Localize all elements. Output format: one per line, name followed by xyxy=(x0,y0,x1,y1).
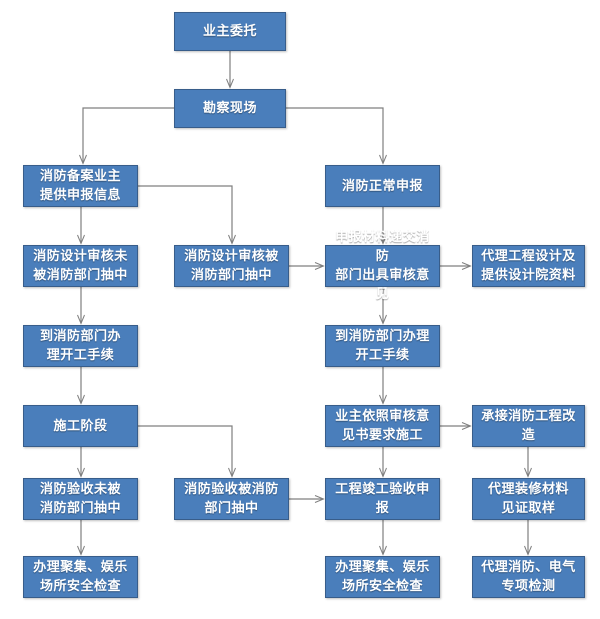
edge-site-survey-to-normal-application xyxy=(286,107,383,163)
edge-construction-stage-to-acceptance-selected xyxy=(138,425,232,476)
node-design-review-not-selected[interactable]: 消防设计审核未 被消防部门抽中 xyxy=(23,245,138,287)
node-safety-check-left[interactable]: 办理聚集、娱乐 场所安全检查 xyxy=(23,556,138,598)
node-acceptance-selected[interactable]: 消防验收被消防 部门抽中 xyxy=(174,478,289,520)
node-fire-filing-owner-info[interactable]: 消防备案业主 提供申报信息 xyxy=(23,165,138,207)
node-agent-engineering-design[interactable]: 代理工程设计及 提供设计院资料 xyxy=(472,245,585,287)
node-fire-normal-application[interactable]: 消防正常申报 xyxy=(325,165,440,207)
node-agent-special-testing[interactable]: 代理消防、电气 专项检测 xyxy=(472,556,585,598)
node-site-survey[interactable]: 勘察现场 xyxy=(174,89,286,128)
node-design-review-selected[interactable]: 消防设计审核被 消防部门抽中 xyxy=(174,245,289,287)
node-completion-acceptance-application[interactable]: 工程竣工验收申报 xyxy=(325,478,440,520)
connector-group xyxy=(81,51,528,554)
edge-site-survey-to-fire-filing xyxy=(83,107,174,163)
node-start-permit-left[interactable]: 到消防部门办 理开工手续 xyxy=(23,325,138,367)
node-construction-stage[interactable]: 施工阶段 xyxy=(23,405,138,447)
node-acceptance-not-selected[interactable]: 消防验收未被 消防部门抽中 xyxy=(23,478,138,520)
node-safety-check-right[interactable]: 办理聚集、娱乐 场所安全检查 xyxy=(325,556,440,598)
edge-fire-filing-to-design-selected xyxy=(138,185,232,243)
node-submit-materials-review-opinion[interactable]: 申报材料递交消防 部门出具审核意见 xyxy=(325,230,440,302)
node-agent-material-sampling[interactable]: 代理装修材料 见证取样 xyxy=(472,478,585,520)
node-owner-construct-per-opinion[interactable]: 业主依照审核意 见书要求施工 xyxy=(325,405,440,447)
node-undertake-fire-retrofit[interactable]: 承接消防工程改造 xyxy=(472,405,585,447)
node-start-permit-right[interactable]: 到消防部门办理 开工手续 xyxy=(325,325,440,367)
node-owner-commission[interactable]: 业主委托 xyxy=(174,12,286,51)
